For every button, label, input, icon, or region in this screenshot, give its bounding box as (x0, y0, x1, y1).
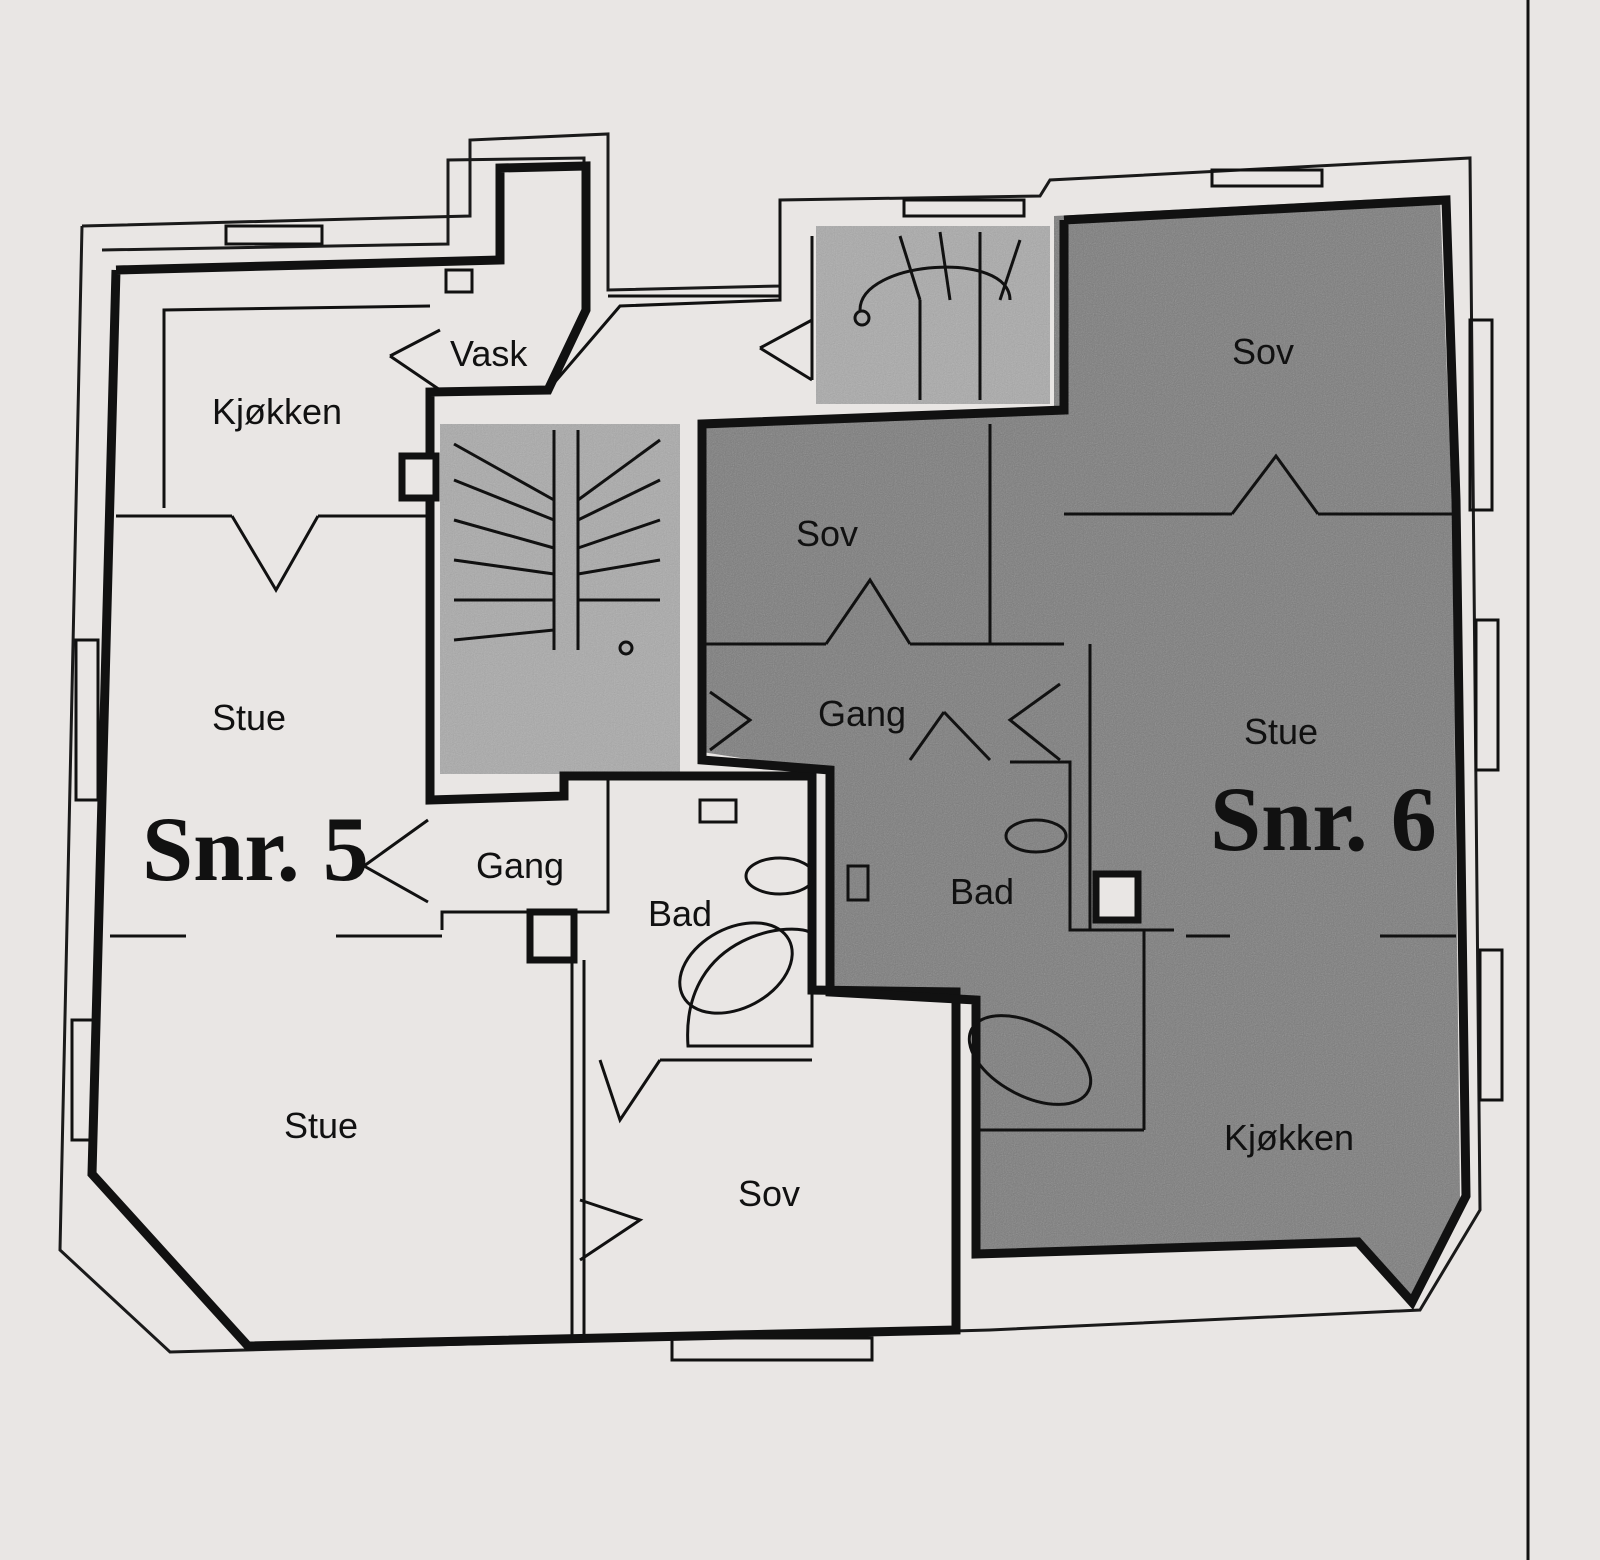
room-sov-6-left: Sov (796, 513, 858, 554)
room-kjokken-5: Kjøkken (212, 391, 342, 432)
room-bad-6: Bad (950, 871, 1014, 912)
stairwell-top (816, 226, 1050, 404)
unit-label-snr-5: Snr. 5 (142, 798, 369, 900)
room-stue-6: Stue (1244, 711, 1318, 752)
room-stue-5-upper: Stue (212, 697, 286, 738)
unit6-wall (697, 195, 1471, 1310)
unit6-shaded-area (702, 196, 1460, 1300)
room-gang-6: Gang (818, 693, 906, 734)
bath-fixtures (678, 798, 1093, 1106)
door-swings (230, 318, 1320, 1262)
room-labels: Vask Kjøkken Stue Gang Bad Stue Sov Sov … (142, 331, 1437, 1214)
room-sov-lower: Sov (738, 1173, 800, 1214)
room-sov-6-right: Sov (1232, 331, 1294, 372)
room-vask: Vask (450, 333, 528, 374)
room-bad-middle: Bad (648, 893, 712, 934)
room-stue-5-lower: Stue (284, 1105, 358, 1146)
chimneys (398, 268, 1142, 964)
windows (70, 168, 1504, 1362)
room-kjokken-6: Kjøkken (1224, 1117, 1354, 1158)
interior-walls (110, 200, 1456, 1338)
stairwell-left (440, 424, 680, 774)
unit-label-snr-6: Snr. 6 (1210, 768, 1437, 870)
room-gang-5: Gang (476, 845, 564, 886)
unit5-wall (87, 161, 961, 1351)
